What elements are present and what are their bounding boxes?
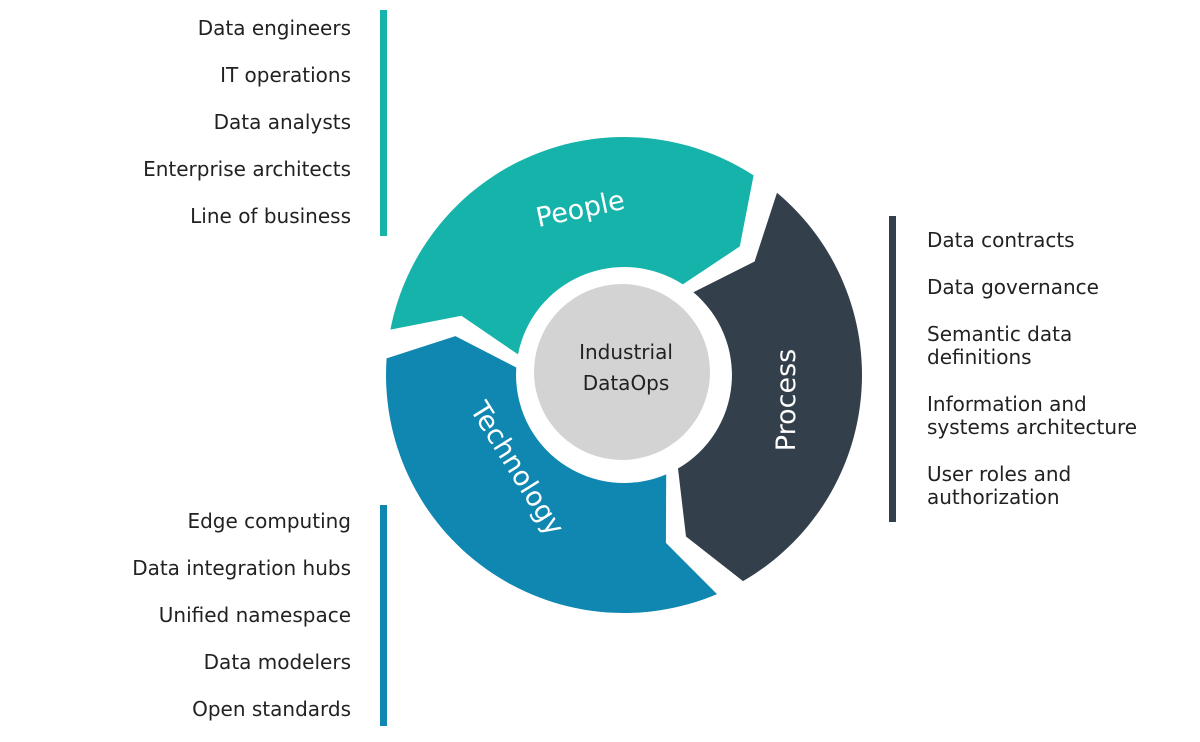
center-circle	[534, 284, 710, 460]
process-label: Process	[771, 349, 802, 451]
people-bar	[380, 10, 387, 236]
list-item-line: Semantic data	[927, 322, 1073, 346]
list-item-line: User roles and	[927, 462, 1072, 486]
process-bar	[889, 216, 896, 522]
list-item: Information and systems architecture	[927, 393, 1137, 439]
list-item: Data engineers	[197, 16, 351, 40]
technology-bar	[380, 505, 387, 726]
list-item: Data integration hubs	[132, 556, 351, 580]
list-item: Unified namespace	[158, 603, 351, 627]
list-item: Data governance	[927, 275, 1099, 299]
center-label-line2: DataOps	[583, 371, 670, 395]
list-item: Semantic data definitions	[927, 323, 1072, 369]
list-item: Data contracts	[927, 228, 1075, 252]
list-item-line: definitions	[927, 345, 1032, 369]
list-item: User roles and authorization	[927, 463, 1071, 509]
people-segment	[390, 137, 754, 355]
list-item-line: systems architecture	[927, 415, 1138, 439]
list-item: Open standards	[192, 697, 351, 721]
list-item-line: Information and	[927, 392, 1087, 416]
center-label-line1: Industrial	[579, 340, 673, 364]
list-item: Data analysts	[213, 110, 351, 134]
technology-list: Edge computing Data integration hubs Uni…	[0, 500, 351, 740]
list-item: Line of business	[190, 204, 351, 228]
process-segment	[678, 192, 862, 582]
people-list: Data engineers IT operations Data analys…	[0, 0, 351, 240]
list-item-line: authorization	[927, 485, 1060, 509]
process-list: Data contracts Data governance Semantic …	[927, 216, 1197, 526]
list-item: Edge computing	[187, 509, 351, 533]
list-item: IT operations	[220, 63, 351, 87]
technology-segment	[386, 336, 717, 614]
list-item: Enterprise architects	[143, 157, 351, 181]
list-item: Data modelers	[203, 650, 351, 674]
